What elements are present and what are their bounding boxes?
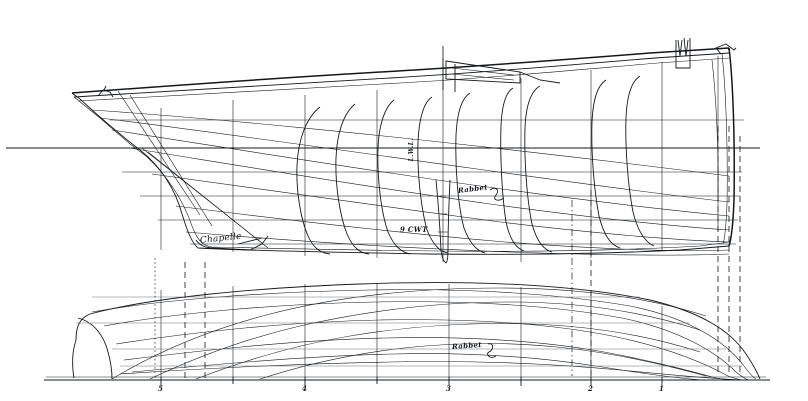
ballast-keel xyxy=(195,235,269,251)
station-ticks xyxy=(160,377,663,386)
body-plan-sections xyxy=(296,75,655,255)
half-breadth-station-lines xyxy=(160,284,663,382)
centerboard-fin xyxy=(435,179,451,264)
stern-profile xyxy=(71,92,141,151)
deck-structure xyxy=(442,59,561,92)
stem-rabbet xyxy=(711,59,719,203)
stem-inner xyxy=(721,53,728,245)
half-breadth-waterlines xyxy=(91,289,757,381)
rabbet-leader-lines xyxy=(237,187,505,358)
half-breadth-projection-dashes xyxy=(154,258,206,378)
sheer-waterlines xyxy=(110,119,744,245)
sheer-plan-group xyxy=(6,37,760,376)
rabbet-line-sheer xyxy=(145,155,730,252)
stern-profile-inner xyxy=(73,96,147,157)
rabbet-leader-sheer xyxy=(489,187,505,201)
stern-rudder-lines xyxy=(117,90,269,249)
stern-cleat-detail xyxy=(97,85,114,98)
stem-profile xyxy=(728,47,736,247)
rabbet-leader-plan xyxy=(487,343,497,358)
deck-line-plan xyxy=(75,282,761,380)
keel-profile xyxy=(139,149,730,255)
half-breadth-plan-group xyxy=(44,258,770,386)
transom-inner-arc xyxy=(77,317,113,380)
rabbet-line-plan xyxy=(119,361,743,381)
transom-plan xyxy=(72,339,77,379)
covering-board xyxy=(77,57,730,102)
half-breadth-buttocks xyxy=(76,296,742,367)
sheer-line-inner xyxy=(73,52,730,98)
signature-leader xyxy=(237,237,263,245)
bow-bitt-detail xyxy=(675,37,737,69)
buttock-and-diagonal-lines xyxy=(91,109,730,256)
sheer-line-rail xyxy=(71,47,730,94)
